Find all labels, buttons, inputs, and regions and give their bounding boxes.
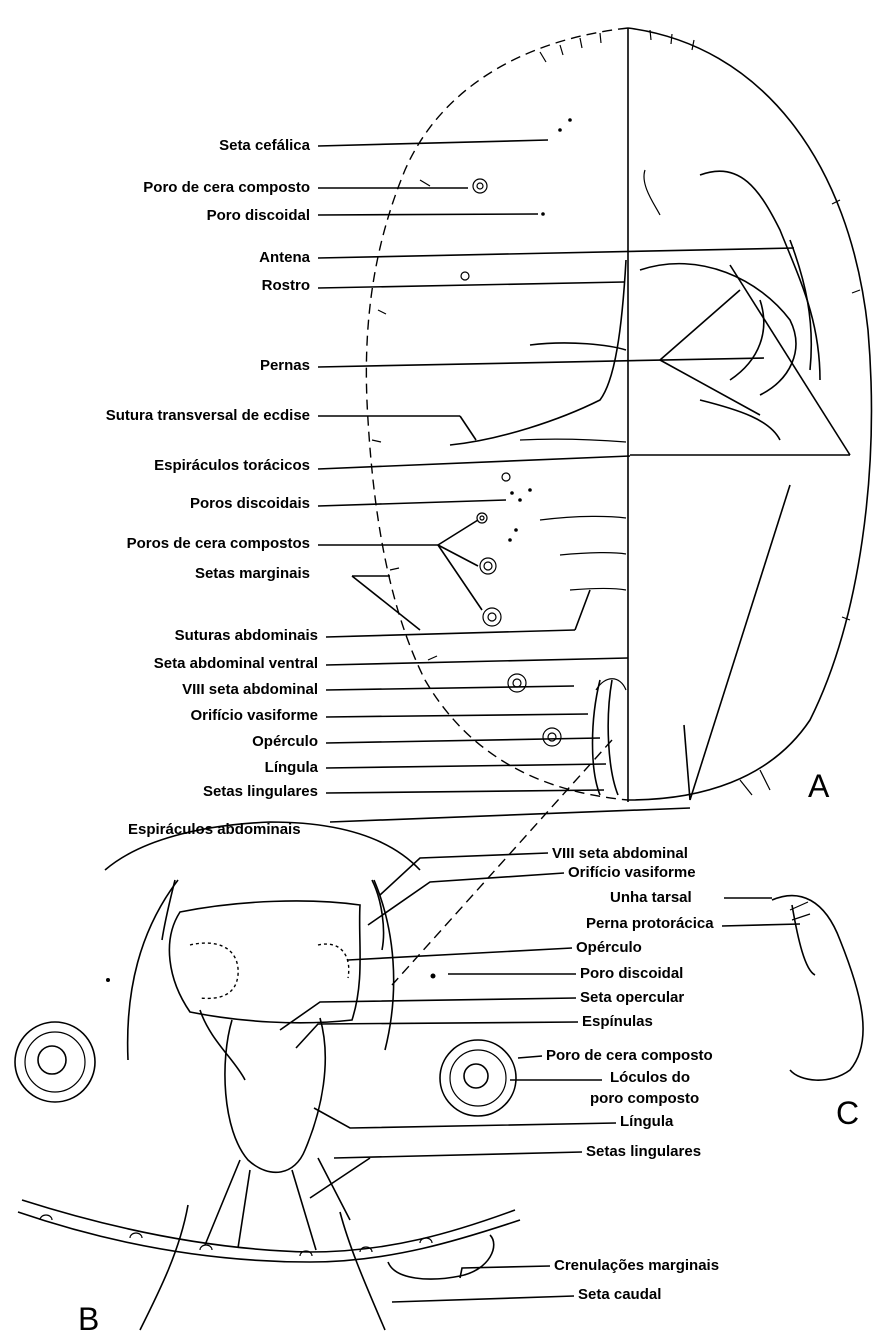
abdominal-suture-2: [560, 553, 626, 555]
label-setas-lingulares: Setas lingulares: [203, 783, 318, 800]
leg-outline-1: [640, 264, 796, 395]
label-orificio-vasiforme: Orifício vasiforme: [190, 707, 318, 724]
label-b-orificio-vasiforme: Orifício vasiforme: [568, 864, 696, 881]
panel-letter-b: B: [78, 1301, 99, 1335]
marginal-setae-ticks: [372, 30, 860, 795]
label-b-seta-opercular: Seta opercular: [580, 989, 684, 1006]
abdominal-suture-3: [570, 589, 626, 591]
ecdysial-suture: [450, 260, 626, 445]
label-viii-seta-abdominal: VIII seta abdominal: [182, 681, 318, 698]
label-antena: Antena: [259, 249, 310, 266]
panel-a-drawing: [366, 28, 871, 802]
b-compound-pore-left: [15, 1022, 95, 1102]
panel-letter-c: C: [836, 1095, 859, 1131]
discoidal-pores: [508, 118, 572, 542]
label-operculo: Opérculo: [252, 733, 318, 750]
b-lingula-inner: [200, 1010, 245, 1080]
label-lingula: Língula: [265, 759, 319, 776]
label-b-lingula: Língula: [620, 1113, 674, 1130]
label-setas-marginais: Setas marginais: [195, 565, 310, 582]
c-leg-outline: [772, 896, 863, 1081]
leg-outline-3: [730, 300, 764, 380]
label-b-viii-seta: VIII seta abdominal: [552, 845, 688, 862]
label-pernas: Pernas: [260, 357, 310, 374]
b-compound-pore-right: [440, 1040, 516, 1116]
rostrum-line: [530, 343, 626, 350]
panel-letter-a: A: [808, 768, 830, 804]
panel-a-labels: Seta cefálica Poro de cera composto Poro…: [106, 137, 830, 838]
label-b-seta-caudal: Seta caudal: [578, 1286, 661, 1303]
label-espiraculos-abdominais: Espiráculos abdominais: [128, 821, 301, 838]
label-b-espinulas: Espínulas: [582, 1013, 653, 1030]
b-discoidal-pore: [431, 974, 436, 979]
label-poro-cera-composto: Poro de cera composto: [143, 179, 310, 196]
label-poros-discoidais: Poros discoidais: [190, 495, 310, 512]
leg-outline-2: [700, 400, 780, 440]
label-espiraculos-toracicos: Espiráculos torácicos: [154, 457, 310, 474]
b-right-outer-wall: [374, 880, 394, 1050]
label-c-perna-protoracica: Perna protorácica: [586, 915, 714, 932]
c-leg-inner: [792, 905, 815, 975]
label-suturas-abdominais: Suturas abdominais: [175, 627, 318, 644]
label-seta-abdominal-ventral: Seta abdominal ventral: [154, 655, 318, 672]
abdominal-suture-1: [540, 516, 626, 520]
label-b-operculo: Opérculo: [576, 939, 642, 956]
b-caudal-seta-left: [140, 1205, 188, 1330]
panel-b-drawing: [15, 822, 520, 1330]
label-b-poro-cera-composto: Poro de cera composto: [546, 1047, 713, 1064]
b-crenulation-enlarged: [388, 1235, 494, 1279]
label-poros-cera-compostos: Poros de cera compostos: [127, 535, 310, 552]
thoracic-line: [520, 439, 626, 442]
stylet-loop: [644, 170, 660, 215]
label-b-loculos-2: poro composto: [590, 1090, 699, 1107]
b-operculum-outline: [169, 901, 360, 1023]
label-c-unha-tarsal: Unha tarsal: [610, 889, 692, 906]
label-seta-cefalica: Seta cefálica: [219, 137, 311, 154]
panel-c-drawing: [772, 896, 863, 1081]
label-poro-discoidal: Poro discoidal: [207, 207, 310, 224]
b-caudal-margin: [18, 1212, 520, 1262]
b-operculum-inner-left: [190, 943, 238, 998]
label-sutura-ecdise: Sutura transversal de ecdise: [106, 407, 310, 424]
b-left-outer-wall: [128, 880, 178, 1060]
antenna-inner: [790, 240, 811, 370]
label-b-loculos-1: Lóculos do: [610, 1069, 690, 1086]
b-caudal-seta-right: [340, 1212, 385, 1330]
body-margin-right: [628, 28, 871, 800]
label-b-crenulacoes: Crenulações marginais: [554, 1257, 719, 1274]
label-b-setas-lingulares: Setas lingulares: [586, 1143, 701, 1160]
label-rostro: Rostro: [262, 277, 310, 294]
label-b-poro-discoidal: Poro discoidal: [580, 965, 683, 982]
b-operculum-inner-right: [318, 944, 349, 978]
b-lingula: [225, 1018, 325, 1172]
